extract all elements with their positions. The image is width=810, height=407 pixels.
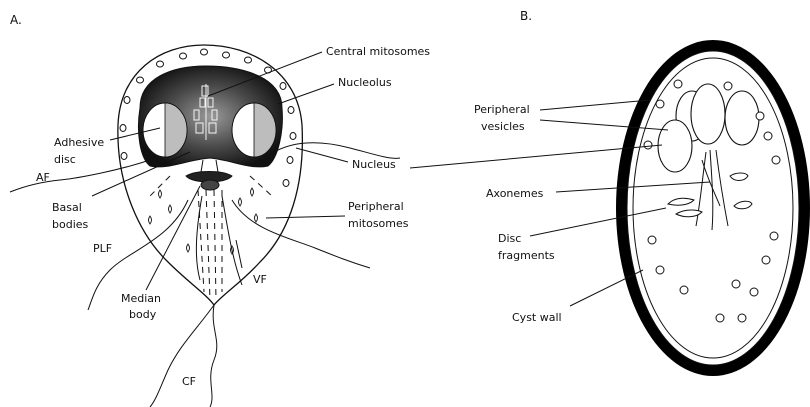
label-disc-fragments-line1: Disc xyxy=(498,232,521,245)
caudal-flagellum-2 xyxy=(150,305,214,407)
label-peripheral-vesicles-line2: vesicles xyxy=(481,120,525,133)
label-disc-fragments-line2: fragments xyxy=(498,249,555,262)
cyst-nucleus-2 xyxy=(691,84,725,144)
median-body xyxy=(186,160,232,190)
panel-b-label: B. xyxy=(520,9,532,23)
label-median-body-line1: Median xyxy=(121,292,161,305)
label-adhesive-disc-line1: Adhesive xyxy=(54,136,104,149)
label-basal-bodies-line2: bodies xyxy=(52,218,89,231)
label-cyst-wall: Cyst wall xyxy=(512,311,562,324)
label-central-mitosomes: Central mitosomes xyxy=(326,45,430,58)
label-vf: VF xyxy=(253,273,267,286)
peripheral-mitosomes xyxy=(149,188,258,254)
anterior-flagellum xyxy=(10,160,150,192)
label-af: AF xyxy=(36,171,50,184)
label-axonemes: Axonemes xyxy=(486,187,544,200)
label-basal-bodies-line1: Basal xyxy=(52,201,82,214)
cyst-nucleus-4 xyxy=(658,120,692,172)
panel-a: A. xyxy=(10,13,430,407)
label-adhesive-disc-line2: disc xyxy=(54,153,76,166)
caudal-flagellum xyxy=(210,305,217,407)
label-peripheral-vesicles-line1: Peripheral xyxy=(474,103,530,116)
label-median-body-line2: body xyxy=(129,308,157,321)
label-peripheral-mitosomes-line1: Peripheral xyxy=(348,200,404,213)
label-nucleus: Nucleus xyxy=(352,158,396,171)
label-cf: CF xyxy=(182,375,196,388)
label-peripheral-mitosomes-line2: mitosomes xyxy=(348,217,409,230)
label-plf: PLF xyxy=(93,242,112,255)
panel-b: B. xyxy=(410,9,810,376)
panel-a-label: A. xyxy=(10,13,22,27)
label-nucleolus: Nucleolus xyxy=(338,76,392,89)
anterior-flagellum-right xyxy=(268,143,400,159)
nucleus-right xyxy=(232,103,276,157)
cyst-nucleus-3 xyxy=(725,91,759,145)
